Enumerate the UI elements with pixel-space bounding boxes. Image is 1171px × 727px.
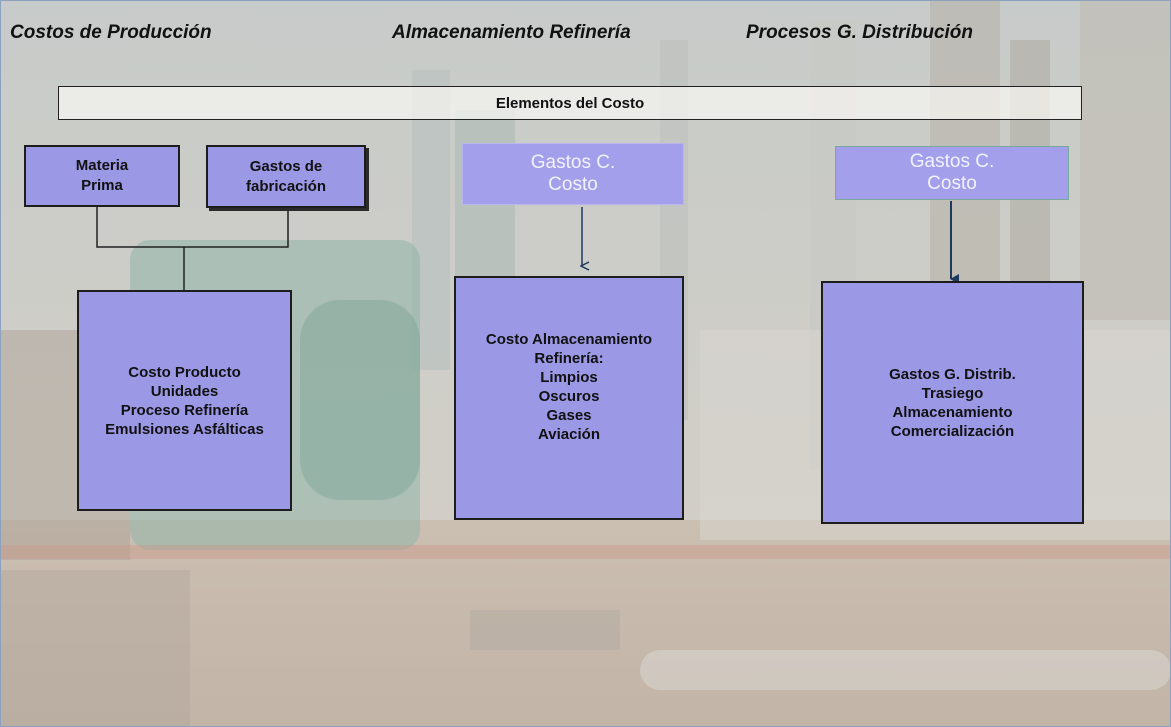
costo-almacenamiento-box: Costo Almacenamiento Refinería: Limpios … [454,276,684,520]
gastos-c-costo-label-2: Gastos C. Costo [909,151,995,194]
gastos-c-costo-label-1: Gastos C. Costo [530,152,616,195]
materia-prima-label: Materia Prima [75,157,129,194]
gastos-fabricacion-label: Gastos de fabricación [245,157,327,195]
elementos-del-costo-banner: Elementos del Costo [58,86,1082,120]
gastos-c-costo-box-almacenamiento: Gastos C. Costo [462,143,684,205]
gastos-distrib-label: Gastos G. Distrib. Trasiego Almacenamien… [889,365,1016,440]
connector-materia-prima [96,207,184,248]
gastos-c-costo-box-distribucion: Gastos C. Costo [835,146,1069,200]
heading-procesos-distribucion: Procesos G. Distribución [746,22,973,43]
gastos-distrib-box: Gastos G. Distrib. Trasiego Almacenamien… [821,281,1084,524]
gastos-fabricacion-box: Gastos de fabricación [206,145,366,208]
heading-costos-produccion: Costos de Producción [10,22,212,43]
banner-label: Elementos del Costo [495,94,645,112]
heading-almacenamiento-refineria: Almacenamiento Refinería [392,22,631,43]
costo-producto-label: Costo Producto Unidades Proceso Refinerí… [105,363,264,438]
costo-producto-box: Costo Producto Unidades Proceso Refinerí… [77,290,292,511]
connector-gastos-fabricacion [184,209,289,248]
materia-prima-box: Materia Prima [24,145,180,207]
costo-almacenamiento-label: Costo Almacenamiento Refinería: Limpios … [485,331,653,443]
